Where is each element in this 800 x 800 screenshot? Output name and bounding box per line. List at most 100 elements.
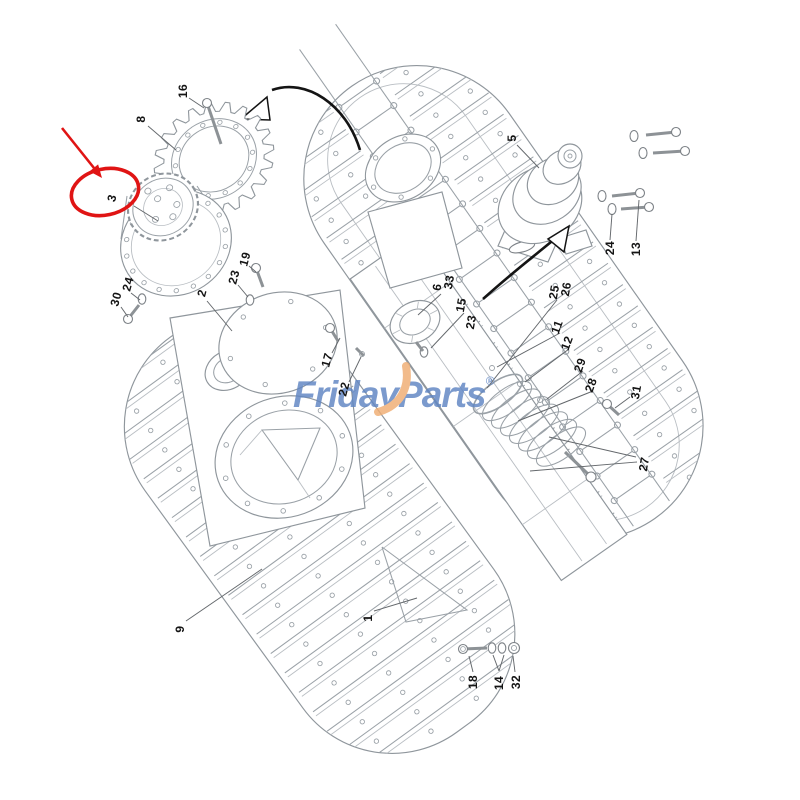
line-art-shape — [222, 475, 229, 481]
line-art-shape — [249, 149, 256, 155]
line-art-shape — [614, 396, 631, 409]
line-art-shape — [433, 112, 439, 118]
line-art-shape — [473, 300, 481, 308]
line-art-shape — [371, 650, 378, 657]
line-art-shape — [174, 379, 180, 385]
line-art-shape — [343, 612, 349, 618]
line-art-shape — [457, 139, 522, 185]
line-art-shape — [205, 200, 211, 206]
line-art-shape — [260, 583, 267, 589]
line-art-shape — [606, 352, 671, 398]
line-art-shape — [205, 273, 211, 279]
line-art-shape — [326, 192, 391, 239]
line-art-shape — [331, 680, 337, 686]
line-art-shape — [240, 314, 246, 320]
line-art-shape — [457, 588, 463, 594]
highlight-annotation — [60, 127, 141, 218]
line-art-shape — [222, 227, 228, 233]
line-art-shape — [428, 728, 434, 734]
line-art-shape — [315, 573, 321, 579]
line-art-shape — [411, 335, 414, 343]
line-art-shape — [561, 288, 626, 334]
line-art-shape — [429, 309, 438, 315]
line-art-shape — [169, 213, 177, 221]
line-art-shape — [201, 97, 213, 109]
line-art-shape — [460, 646, 466, 652]
line-art-shape — [567, 304, 573, 310]
leader-lines — [120, 97, 640, 673]
line-art-shape — [119, 389, 126, 395]
line-art-shape — [270, 521, 453, 654]
line-art-shape — [418, 91, 424, 97]
line-art-shape — [399, 308, 431, 336]
line-art-shape — [495, 303, 530, 328]
line-art-shape — [476, 224, 484, 232]
line-art-shape — [246, 413, 252, 419]
line-art-shape — [424, 92, 489, 139]
line-art-shape — [232, 544, 238, 550]
line-art-shape — [582, 325, 588, 331]
line-art-shape — [230, 409, 338, 505]
line-art-shape — [643, 201, 655, 213]
line-art-shape — [453, 380, 520, 427]
line-art-shape — [282, 400, 288, 406]
line-art-shape — [237, 284, 249, 298]
line-art-shape — [489, 365, 495, 371]
line-art-shape — [679, 145, 691, 157]
line-art-shape — [216, 212, 222, 218]
line-art-shape — [459, 676, 465, 682]
line-art-shape — [472, 160, 537, 206]
line-art-shape — [216, 260, 223, 266]
line-art-shape — [661, 365, 667, 371]
line-art-shape — [130, 292, 141, 301]
line-art-shape — [246, 563, 253, 570]
line-art-shape — [362, 193, 369, 199]
line-art-shape — [445, 656, 451, 663]
line-art-shape — [524, 374, 532, 382]
line-art-shape — [529, 461, 638, 472]
line-art-shape — [227, 355, 234, 362]
line-art-shape — [642, 410, 648, 416]
line-art-shape — [597, 346, 603, 353]
line-art-shape — [271, 85, 362, 151]
line-art-shape — [287, 534, 293, 540]
line-art-shape — [299, 154, 364, 200]
line-art-shape — [430, 312, 465, 349]
line-art-shape — [486, 299, 558, 389]
line-art-shape — [123, 236, 130, 243]
line-art-shape — [497, 131, 503, 137]
line-art-shape — [185, 568, 263, 622]
line-art-shape — [576, 309, 641, 356]
line-art-shape — [256, 502, 439, 635]
line-art-shape — [463, 155, 469, 161]
line-art-shape — [547, 377, 581, 401]
line-art-shape — [244, 500, 251, 507]
line-art-shape — [389, 299, 441, 345]
line-art-shape — [416, 301, 419, 309]
line-art-shape — [312, 579, 495, 713]
line-art-shape — [358, 642, 540, 775]
line-art-shape — [636, 394, 701, 441]
line-art-shape — [313, 196, 319, 202]
frame-opening — [214, 395, 354, 519]
line-art-shape — [154, 195, 162, 203]
line-art-shape — [607, 202, 617, 216]
line-art-shape — [648, 411, 713, 458]
line-art-shape — [374, 559, 381, 565]
line-art-shape — [512, 152, 518, 158]
line-art-shape — [676, 386, 682, 392]
line-art-shape — [537, 397, 543, 403]
line-art-shape — [427, 327, 434, 331]
line-art-shape — [175, 146, 181, 152]
line-art-shape — [546, 224, 571, 254]
line-art-shape — [387, 491, 393, 497]
line-art-shape — [370, 184, 377, 190]
line-art-shape — [635, 199, 640, 242]
line-art-shape — [627, 389, 633, 395]
line-art-shape — [517, 381, 523, 387]
line-art-shape — [340, 618, 523, 752]
line-art-shape — [396, 313, 403, 317]
line-art-shape — [473, 695, 479, 701]
line-art-shape — [414, 341, 425, 352]
line-art-shape — [431, 637, 437, 643]
